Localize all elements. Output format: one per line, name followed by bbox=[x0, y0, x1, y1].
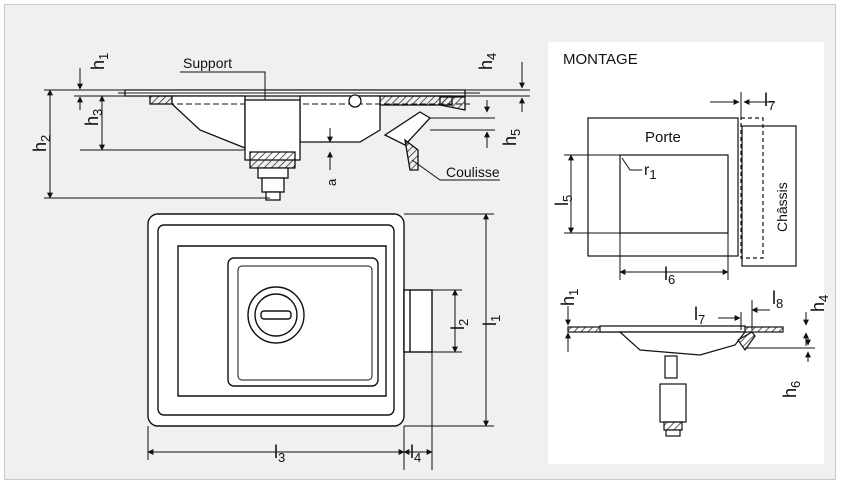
montage-cutout-dimensions bbox=[564, 92, 775, 280]
montage-dim-h6-label: h6 bbox=[780, 381, 803, 398]
side-view bbox=[118, 89, 480, 201]
dim-h4-label: h4 bbox=[476, 53, 499, 70]
side-view-dimensions bbox=[44, 62, 530, 199]
montage-title: MONTAGE bbox=[563, 51, 638, 68]
front-view bbox=[147, 213, 433, 427]
dim-a-label: a bbox=[324, 178, 339, 186]
labels-layer: Support Coulisse a h2 h1 h3 h4 h5 l1 l2 … bbox=[30, 51, 831, 465]
chassis-label: Châssis bbox=[774, 182, 790, 232]
montage-section-dimensions bbox=[565, 300, 815, 362]
dim-l2-label: l2 bbox=[448, 319, 471, 330]
dim-h2-label: h2 bbox=[30, 135, 53, 152]
dim-l5-label: l5 bbox=[552, 195, 575, 206]
montage-dim-l7-label: l7 bbox=[694, 304, 705, 327]
montage-dim-h1-label: h1 bbox=[558, 289, 581, 306]
dim-l1-label: l1 bbox=[480, 315, 503, 326]
dim-l7-label: l7 bbox=[764, 90, 775, 113]
porte-label: Porte bbox=[645, 129, 681, 146]
coulisse-label: Coulisse bbox=[446, 164, 500, 180]
front-view-dimensions bbox=[147, 213, 494, 470]
dim-l6-label: l6 bbox=[664, 264, 675, 287]
montage-dim-h4-label: h4 bbox=[808, 295, 831, 312]
dim-h3-label: h3 bbox=[82, 109, 105, 126]
dim-l3-label: l3 bbox=[274, 442, 285, 465]
montage-cutout bbox=[587, 117, 797, 267]
montage-section bbox=[567, 325, 784, 437]
dim-h5-label: h5 bbox=[500, 129, 523, 146]
montage-dim-l8-label: l8 bbox=[772, 288, 783, 311]
dim-l4-label: l4 bbox=[410, 442, 421, 465]
dim-r1-label: r1 bbox=[644, 162, 657, 182]
support-label: Support bbox=[183, 55, 232, 71]
dim-h1-label: h1 bbox=[88, 53, 111, 70]
